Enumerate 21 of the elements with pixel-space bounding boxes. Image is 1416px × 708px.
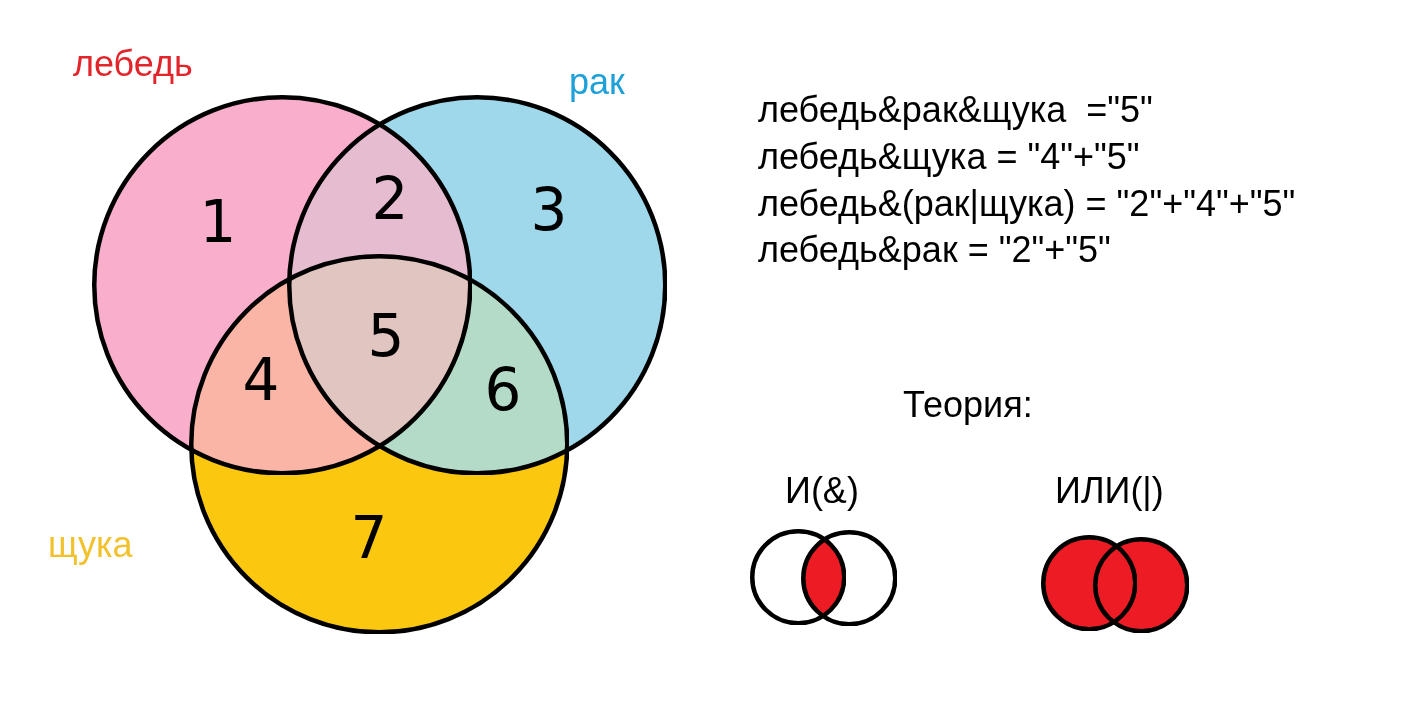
- section-heading: Теория:: [903, 386, 1033, 423]
- region-number: 5: [367, 307, 405, 365]
- set-label: лебедь: [73, 45, 193, 82]
- operator-caption: И(&): [785, 472, 859, 509]
- region-number: 2: [371, 170, 409, 228]
- formula-text: лебедь&щука = "4"+"5": [758, 138, 1140, 175]
- formula-text: лебедь&(рак|щука) = "2"+"4"+"5": [758, 185, 1296, 222]
- venn-circle: [1092, 536, 1190, 634]
- formula-text: лебедь&рак = "2"+"5": [758, 231, 1111, 268]
- formula-text: лебедь&рак&щука ="5": [758, 91, 1153, 128]
- venn-circle: [1040, 534, 1138, 632]
- region-number: 7: [350, 509, 388, 567]
- operator-caption: ИЛИ(|): [1055, 472, 1164, 509]
- set-label: рак: [569, 63, 625, 100]
- set-label: щука: [48, 526, 133, 563]
- region-number: 4: [242, 351, 280, 409]
- region-number: 3: [530, 181, 568, 239]
- venn-circle: [800, 529, 898, 627]
- region-number: 1: [199, 193, 237, 251]
- region-number: 6: [484, 361, 522, 419]
- venn-circle: [749, 528, 847, 626]
